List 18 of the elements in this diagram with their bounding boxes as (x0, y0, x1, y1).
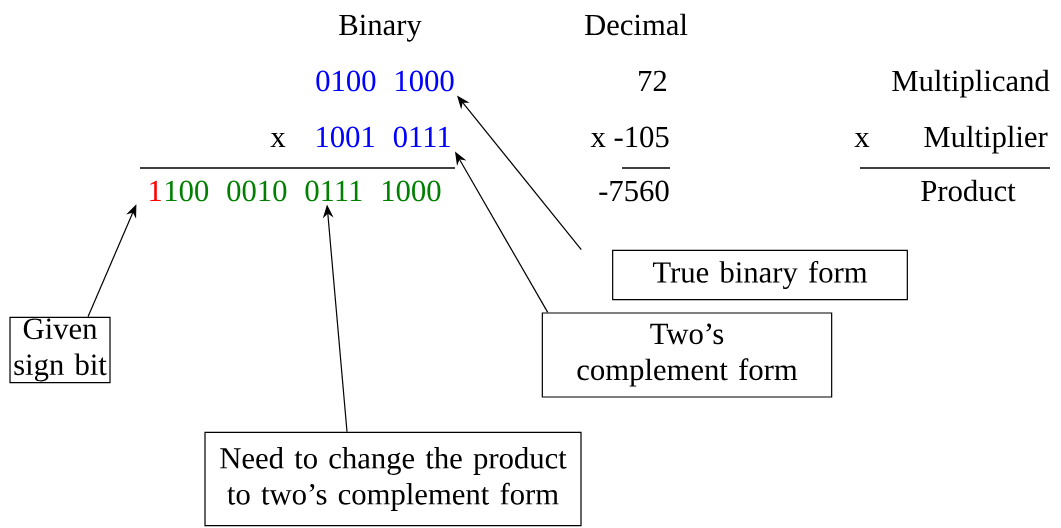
callout-box: True binary form (612, 249, 908, 301)
label-text: x -105 (590, 126, 669, 148)
label-text: x (270, 132, 286, 147)
callout-box: Need to change the product to two’s complement form (204, 431, 582, 527)
label-text: Decimal (584, 13, 688, 36)
binary-number: 1 (150, 180, 161, 201)
label-text: x (854, 132, 870, 147)
label-text: Multiplier (924, 125, 1048, 154)
callout-box: Given sign bit (9, 316, 111, 384)
binary-number: 1001 0111 (317, 126, 450, 148)
label-text: Product (921, 179, 1016, 202)
binary-number: 100 0010 0111 1000 (165, 180, 441, 202)
label-text: Multiplicand (892, 69, 1050, 98)
label-text: 72 (639, 70, 667, 91)
callout-box: Two’s complement form (541, 312, 833, 398)
label-text: Binary (339, 14, 422, 42)
label-text: -7560 (599, 180, 669, 202)
binary-number: 0100 1000 (316, 70, 454, 92)
